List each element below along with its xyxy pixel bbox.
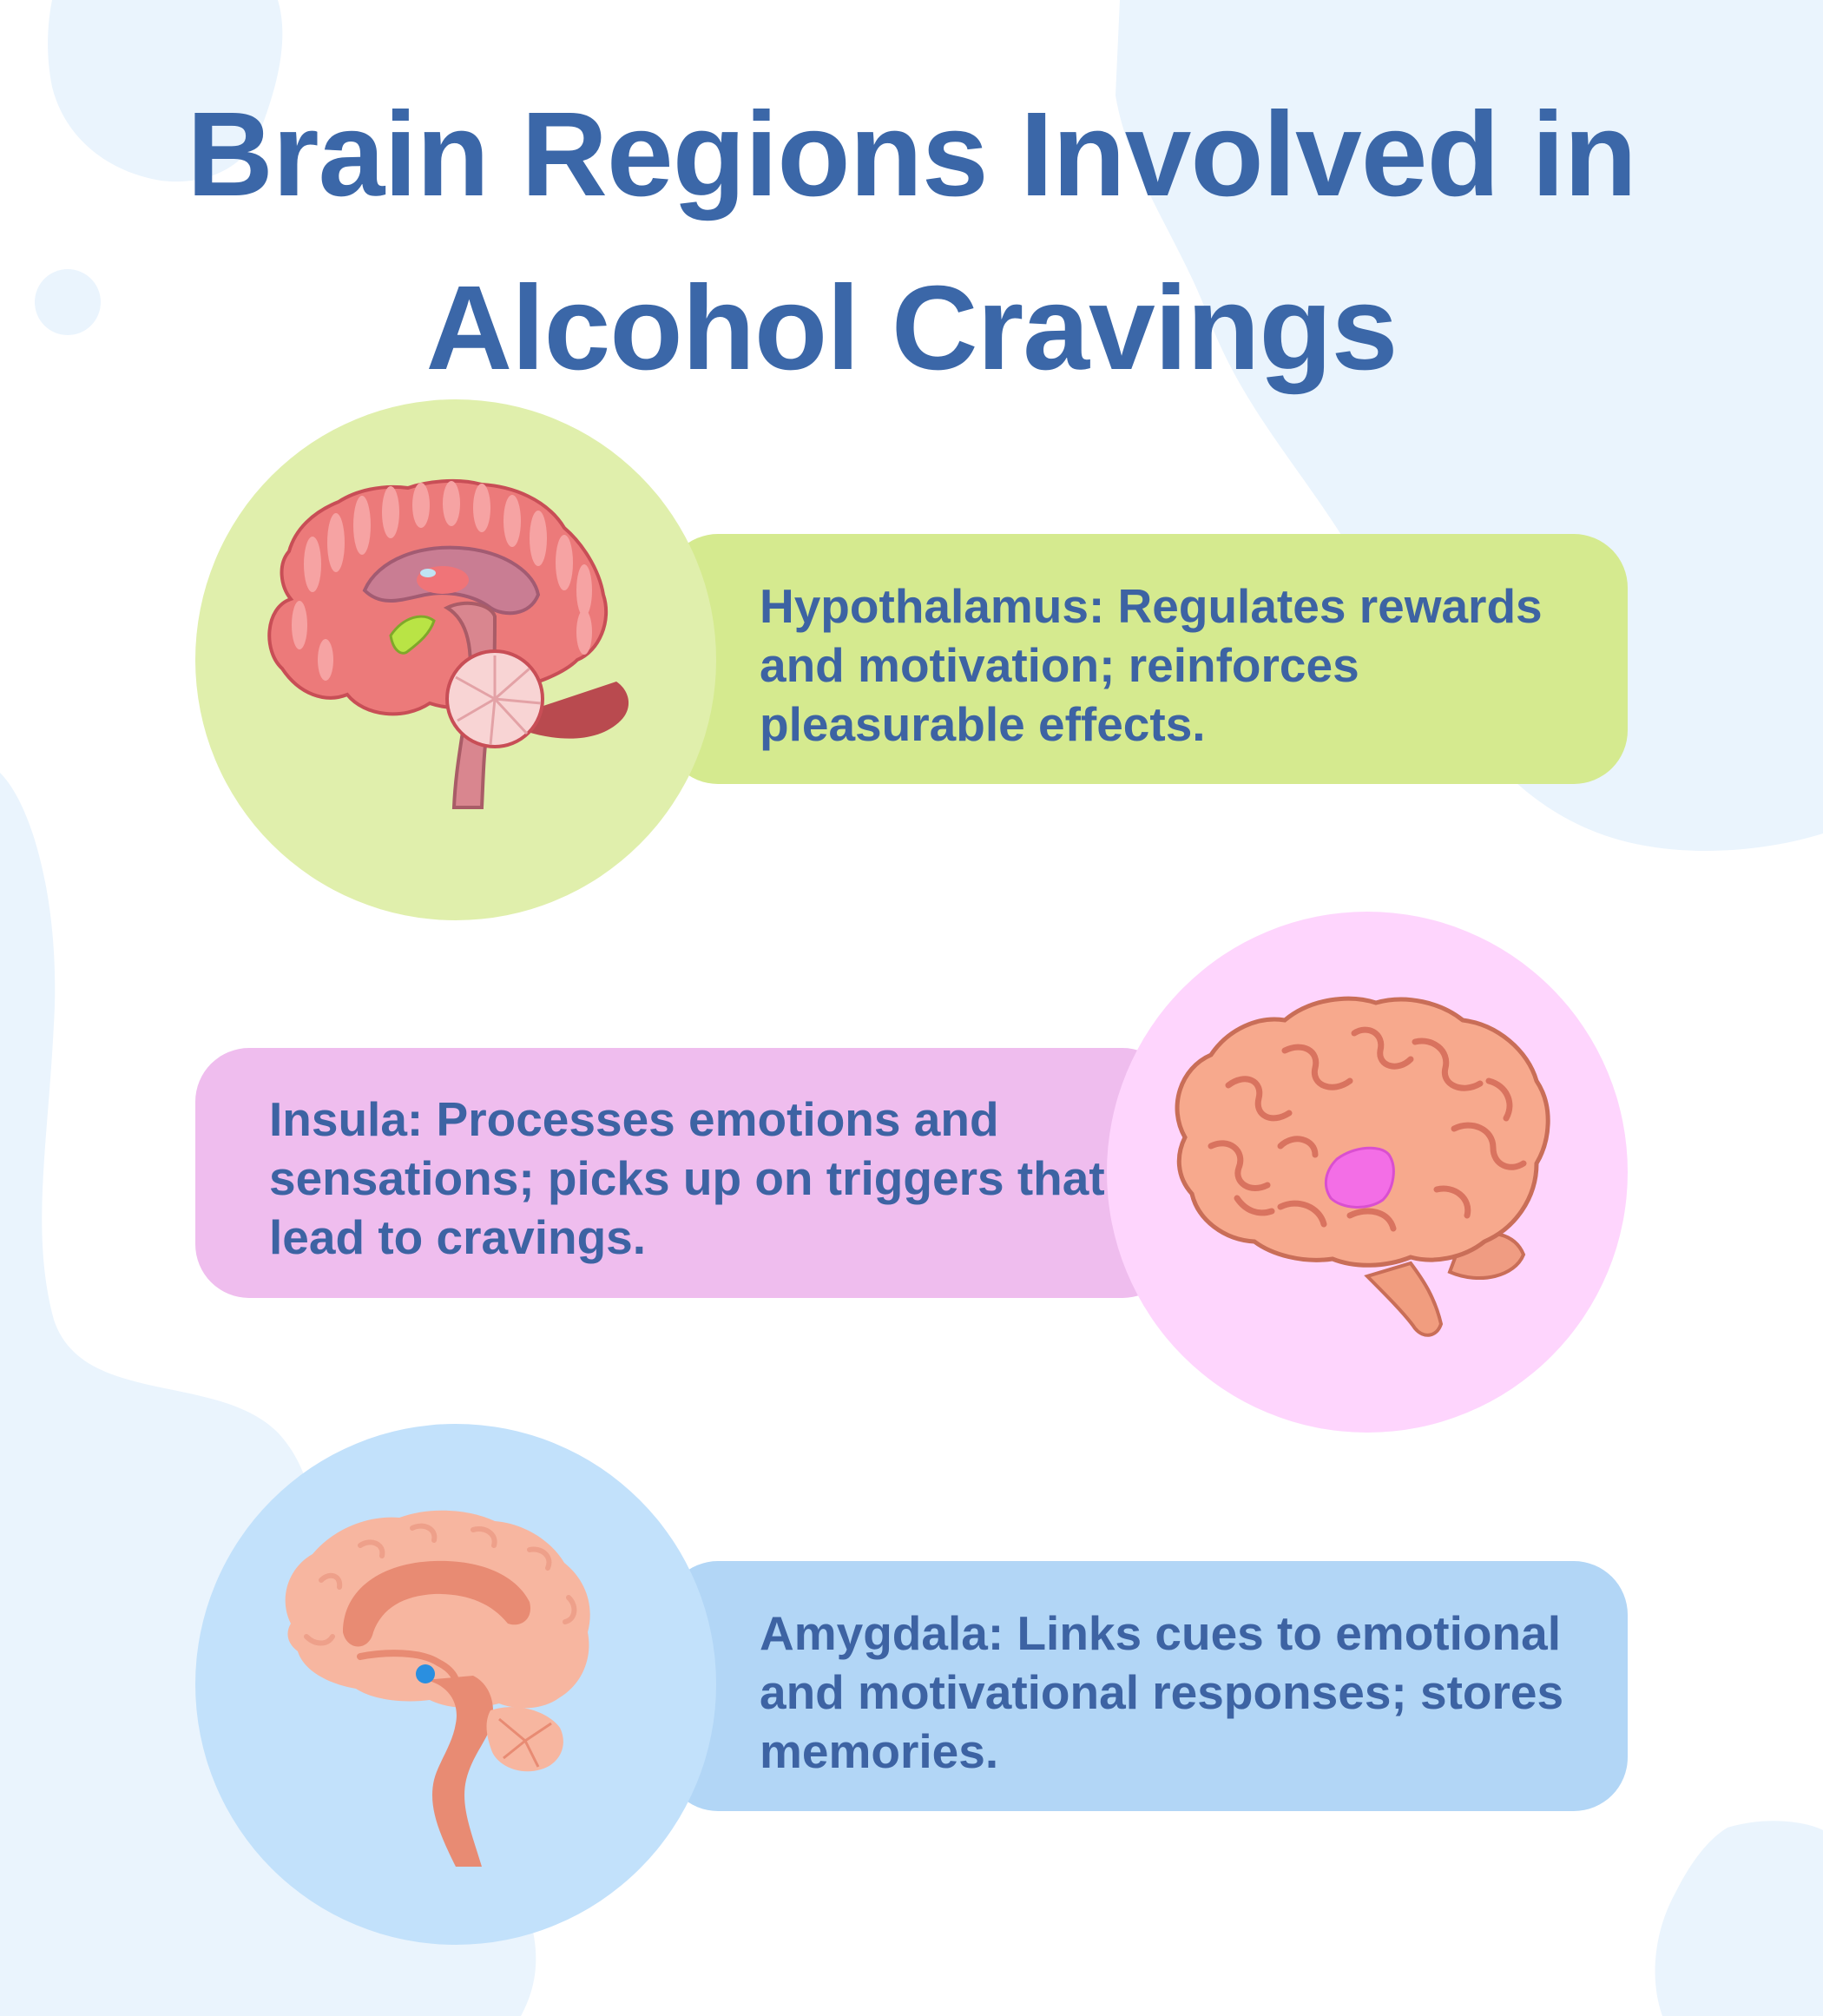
- title-line-2: Alcohol Cravings: [425, 261, 1399, 395]
- insula-description: Insula: Processes emotions and sensation…: [269, 1092, 1105, 1264]
- amygdala-description: Amygdala: Links cues to emotional and mo…: [760, 1606, 1564, 1778]
- hypothalamus-card: Hypothalamus: Regulates rewards and moti…: [664, 534, 1628, 784]
- insula-card: Insula: Processes emotions and sensation…: [195, 1048, 1176, 1298]
- title-line-1: Brain Regions Involved in: [187, 88, 1637, 221]
- hypothalamus-description: Hypothalamus: Regulates rewards and moti…: [760, 579, 1543, 751]
- insula-illustration: [1107, 912, 1628, 1433]
- lateral-brain-insula-icon: [1175, 996, 1550, 1337]
- page-title: Brain Regions Involved in Alcohol Cravin…: [0, 68, 1823, 415]
- sagittal-brain-hypothalamus-icon: [267, 478, 629, 809]
- sagittal-brain-amygdala-icon: [285, 1510, 590, 1867]
- amygdala-card: Amygdala: Links cues to emotional and mo…: [664, 1561, 1628, 1811]
- amygdala-illustration: [195, 1424, 716, 1945]
- hypothalamus-illustration: [195, 399, 716, 920]
